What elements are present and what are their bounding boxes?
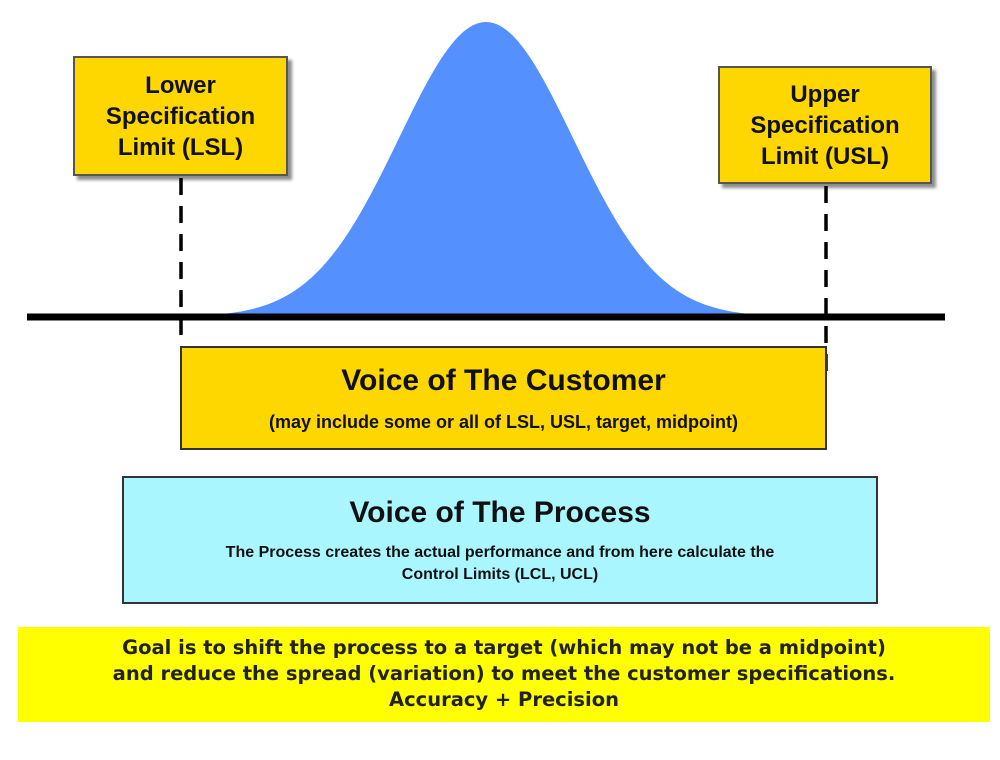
- goal-banner: Goal is to shift the process to a target…: [18, 627, 990, 722]
- goal-line-2: and reduce the spread (variation) to mee…: [112, 662, 896, 685]
- voice-of-process-title: Voice of The Process: [349, 496, 651, 529]
- voice-of-process-box: Voice of The Process The Process creates…: [122, 476, 878, 604]
- lsl-line-3: Limit (LSL): [117, 133, 244, 161]
- usl-line-1: Upper: [790, 80, 860, 108]
- normal-distribution-curve: [130, 22, 842, 317]
- lsl-label-box: Lower Specification Limit (LSL): [73, 56, 288, 176]
- voice-of-customer-subtitle: (may include some or all of LSL, USL, ta…: [268, 412, 739, 432]
- voice-of-process-description: The Process creates the actual performan…: [124, 542, 876, 586]
- voice-of-customer-box: Voice of The Customer (may include some …: [180, 346, 827, 450]
- usl-line-3: Limit (USL): [761, 142, 889, 170]
- usl-label-box: Upper Specification Limit (USL): [718, 66, 932, 184]
- process-description-line-1: The Process creates the actual performan…: [225, 544, 775, 561]
- lsl-line-1: Lower: [145, 71, 216, 99]
- voice-of-customer-title: Voice of The Customer: [341, 364, 666, 397]
- lsl-line-2: Specification: [105, 102, 256, 130]
- process-description-line-2: Control Limits (LCL, UCL): [401, 566, 599, 583]
- goal-line-3: Accuracy + Precision: [388, 688, 619, 711]
- goal-line-1: Goal is to shift the process to a target…: [122, 636, 886, 659]
- usl-line-2: Specification: [750, 111, 900, 139]
